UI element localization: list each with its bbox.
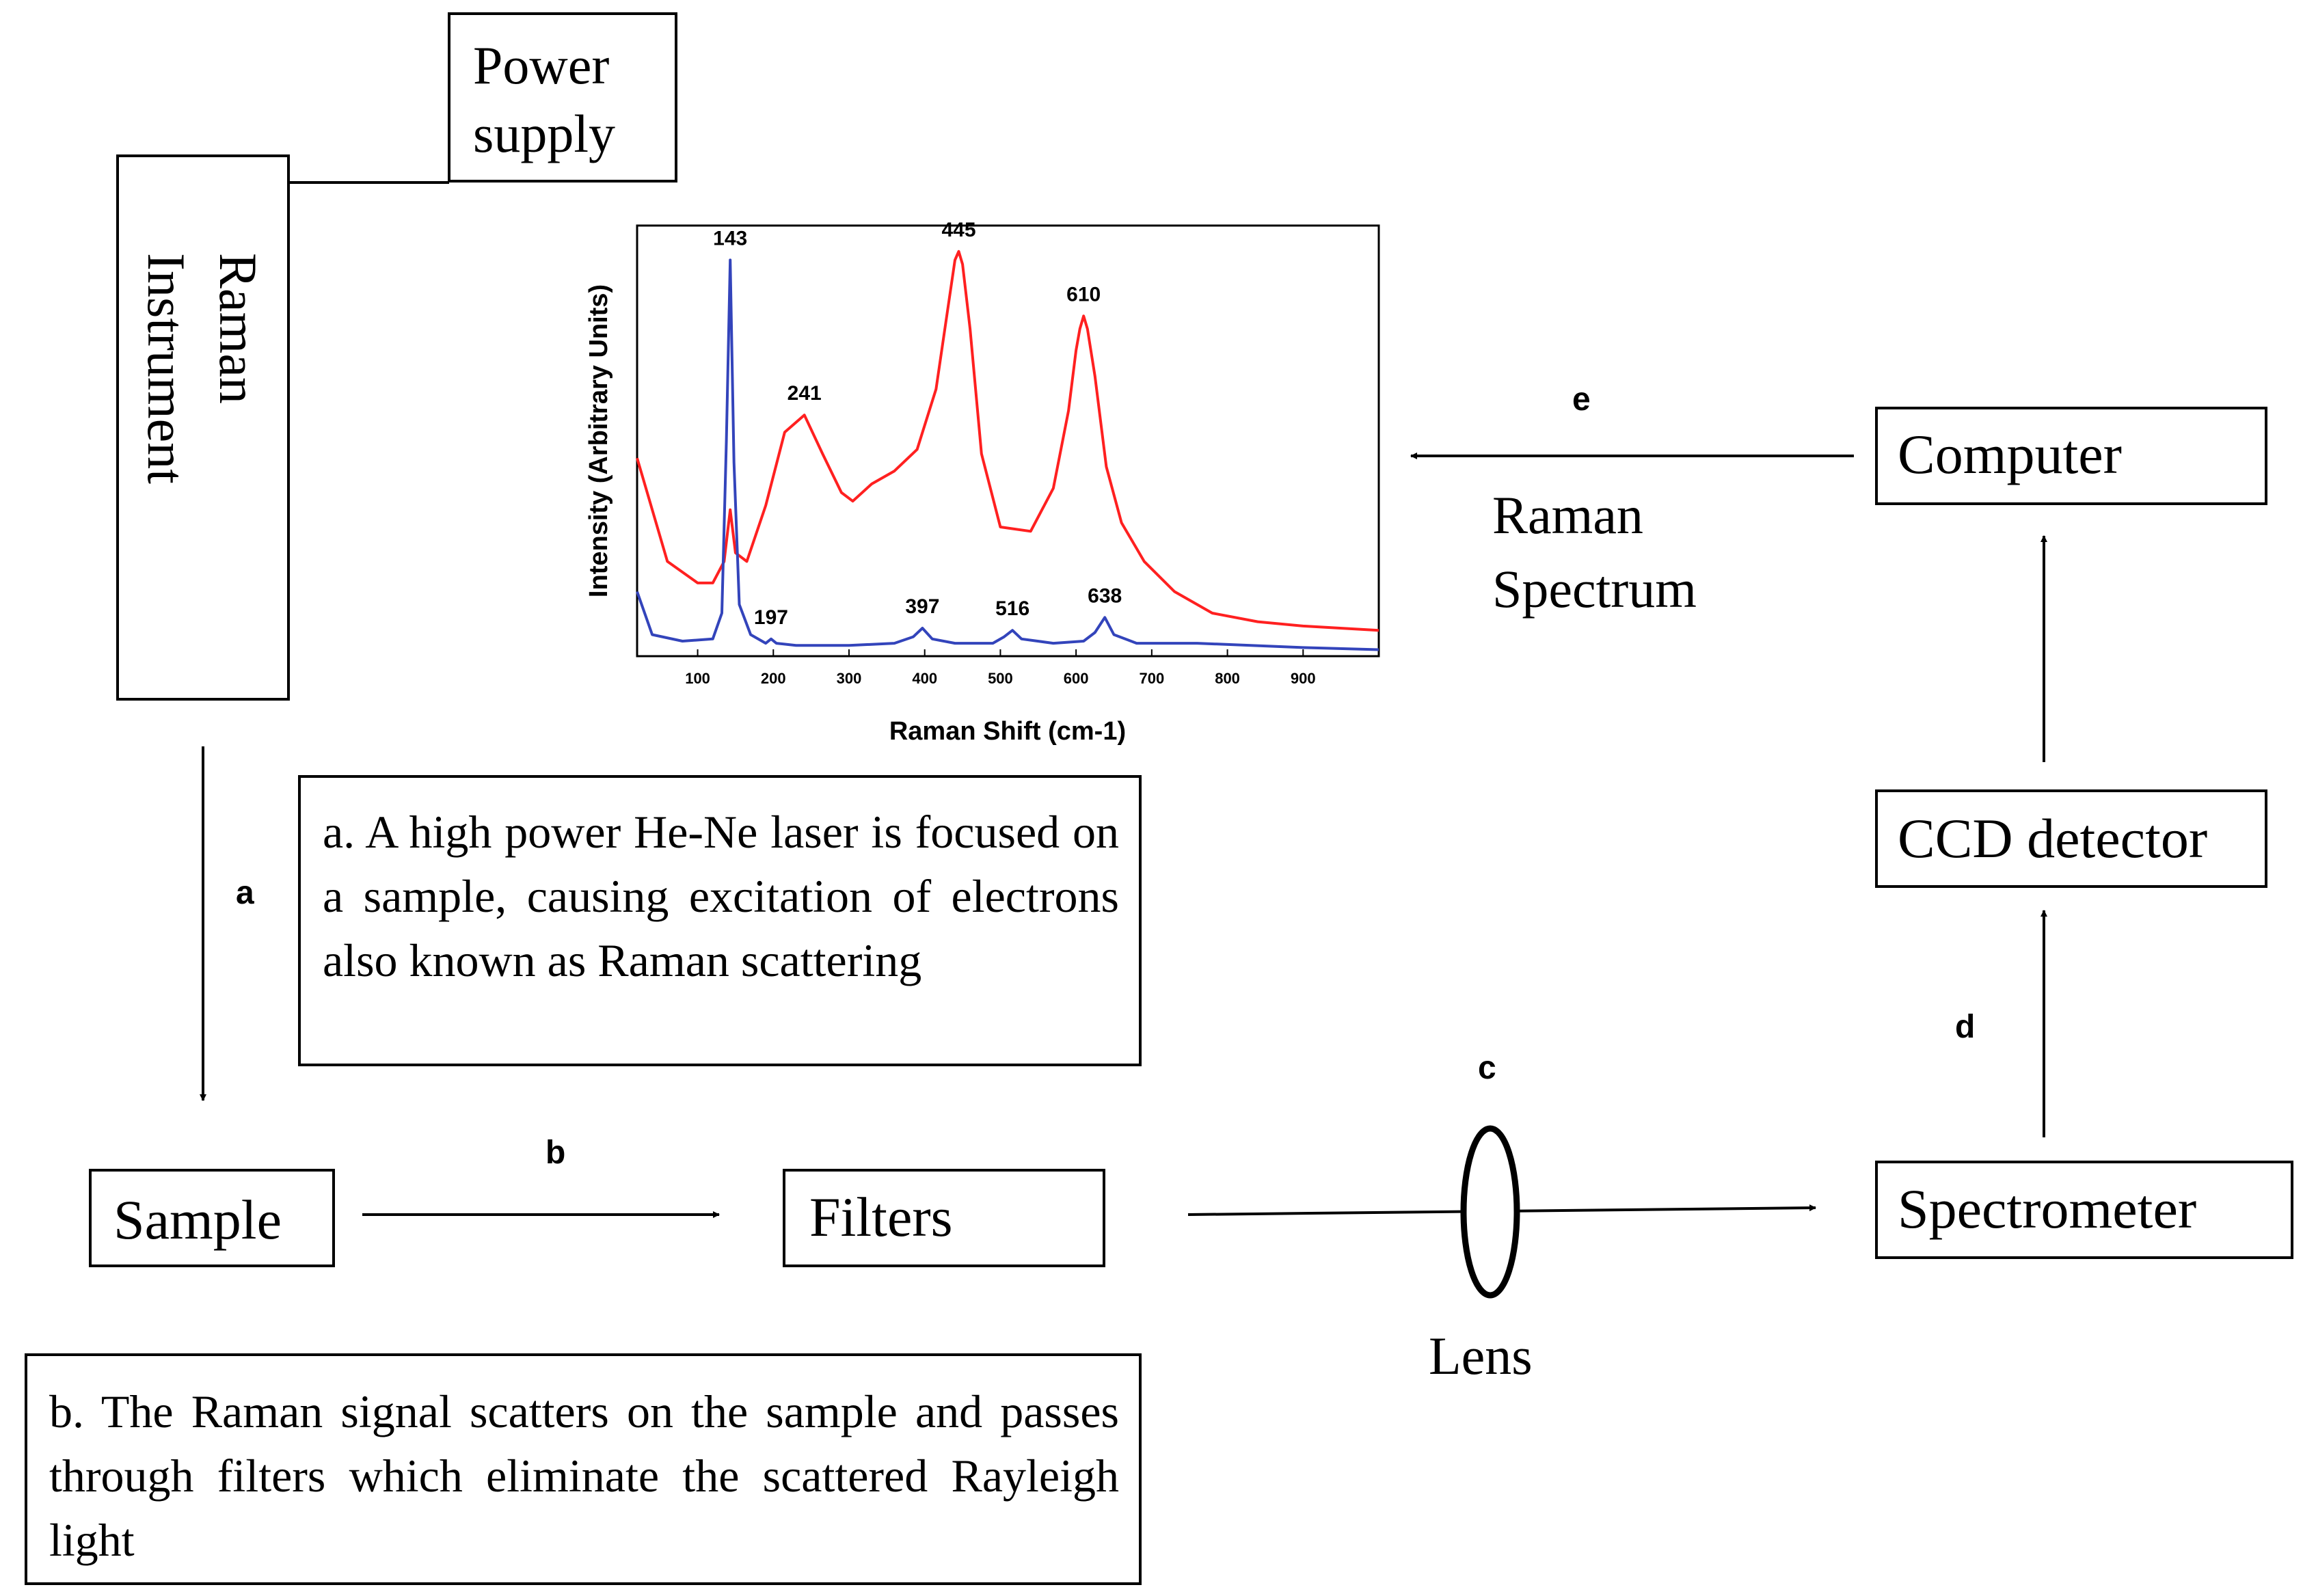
- chart-x-tick-label: 100: [685, 670, 710, 687]
- lens-label: Lens: [1429, 1326, 1533, 1385]
- chart-x-tick-label: 400: [912, 670, 937, 687]
- chart-ticks-group: 100 200 300 400 500 600 700 800 900: [685, 649, 1316, 687]
- step-d-label: d: [1955, 1009, 1975, 1045]
- raman-spectrum-label-line1: Raman: [1492, 485, 1643, 545]
- lens-shape: [1460, 1125, 1520, 1299]
- step-b-label: b: [546, 1135, 565, 1171]
- raman-spectrum-chart: 100 200 300 400 500 600 700 800 900 241 445 610 143…: [584, 219, 1380, 746]
- sample-box: Sample: [89, 1169, 335, 1267]
- computer-label: Computer: [1898, 423, 2122, 485]
- power-supply-box: Power supply: [448, 12, 677, 182]
- chart-x-tick-label: 600: [1064, 670, 1089, 687]
- chart-frame: [636, 224, 1380, 658]
- chart-peak-label-blue: 397: [905, 595, 939, 618]
- chart-peak-label-blue: 197: [754, 606, 788, 629]
- step-a-label: a: [236, 875, 254, 911]
- chart-x-tick-label: 200: [761, 670, 786, 687]
- chart-peak-label-red: 445: [942, 219, 976, 241]
- chart-x-tick-label: 800: [1215, 670, 1240, 687]
- chart-x-axis-label: Raman Shift (cm-1): [889, 717, 1126, 746]
- chart-peak-labels-group: 241 445 610 143 197 397 516 638: [713, 219, 1122, 629]
- step-e-label: e: [1572, 381, 1591, 418]
- power-supply-label-line2: supply: [473, 104, 615, 163]
- filters-label: Filters: [809, 1186, 953, 1248]
- raman-instrument-label-line1: Raman: [208, 253, 268, 404]
- power-supply-label-line1: Power: [473, 36, 609, 95]
- chart-peak-label-red: 610: [1066, 283, 1101, 306]
- spectrometer-label: Spectrometer: [1898, 1178, 2196, 1240]
- chart-y-axis-label: Intensity (Arbitrary Units): [584, 284, 613, 597]
- chart-peak-label-blue: 638: [1088, 584, 1122, 607]
- ccd-detector-label: CCD detector: [1898, 807, 2207, 869]
- ccd-detector-box: CCD detector: [1875, 789, 2267, 888]
- chart-series-line-1: [636, 258, 1379, 651]
- note-a-text: a. A high power He-Ne laser is focused o…: [323, 806, 1119, 986]
- chart-series-group: [636, 249, 1379, 651]
- chart-peak-label-red: 241: [787, 382, 822, 405]
- chart-x-tick-label: 900: [1291, 670, 1316, 687]
- computer-box: Computer: [1875, 407, 2267, 505]
- chart-x-tick-label: 500: [988, 670, 1013, 687]
- chart-peak-label-blue: 143: [713, 227, 747, 249]
- note-a-box: [298, 775, 1142, 1066]
- sample-label: Sample: [113, 1189, 282, 1251]
- raman-instrument-box: Raman Instrument: [116, 154, 290, 701]
- chart-x-tick-label: 700: [1139, 670, 1164, 687]
- raman-spectrum-label-line2: Spectrum: [1492, 559, 1697, 619]
- note-b-text: b. The Raman signal scatters on the samp…: [49, 1385, 1119, 1566]
- chart-x-tick-label: 300: [837, 670, 862, 687]
- chart-series-line-0: [636, 249, 1379, 632]
- note-b-box: [25, 1353, 1142, 1585]
- chart-peak-label-blue: 516: [995, 597, 1029, 620]
- step-c-label: c: [1478, 1050, 1496, 1086]
- filters-box: Filters: [783, 1169, 1105, 1267]
- spectrometer-box: Spectrometer: [1875, 1161, 2293, 1259]
- raman-instrument-label-line2: Instrument: [137, 253, 196, 484]
